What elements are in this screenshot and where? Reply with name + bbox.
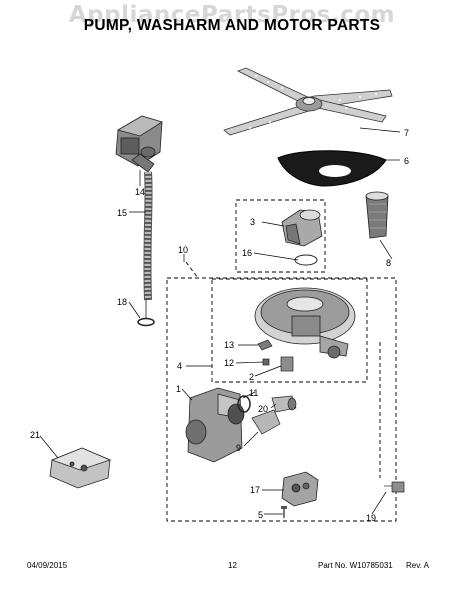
screw-5-part[interactable] bbox=[281, 506, 287, 518]
sump-assembly-part[interactable] bbox=[254, 287, 356, 359]
callout-20: 20 bbox=[258, 404, 268, 414]
assembly-8-box bbox=[235, 199, 326, 273]
callout-3: 3 bbox=[250, 217, 255, 227]
callout-10: 10 bbox=[178, 245, 188, 255]
callout-5: 5 bbox=[258, 510, 263, 520]
callout-13: 13 bbox=[224, 340, 234, 350]
turbidity-sensor-part[interactable] bbox=[280, 356, 294, 372]
spray-arm-part[interactable] bbox=[223, 67, 393, 136]
circulation-pump-motor-part[interactable] bbox=[185, 387, 245, 463]
pump-fitting-part[interactable] bbox=[271, 395, 297, 413]
callout-8: 8 bbox=[386, 258, 391, 268]
callout-1: 1 bbox=[176, 384, 181, 394]
filter-shroud-part[interactable] bbox=[277, 150, 387, 187]
callout-16: 16 bbox=[242, 248, 252, 258]
bracket-part[interactable] bbox=[49, 447, 112, 489]
wire-harness-part[interactable] bbox=[384, 481, 405, 493]
footer-revision: Rev. A bbox=[406, 561, 429, 570]
filter-cylinder-part[interactable] bbox=[365, 191, 389, 239]
page-title: PUMP, WASHARM AND MOTOR PARTS bbox=[83, 17, 381, 34]
callout-14: 14 bbox=[135, 187, 145, 197]
callout-7: 7 bbox=[404, 128, 409, 138]
callout-21: 21 bbox=[30, 430, 40, 440]
callout-18: 18 bbox=[117, 297, 127, 307]
callout-12: 12 bbox=[224, 358, 234, 368]
footer-part-number: Part No. W10785031 bbox=[318, 561, 393, 570]
diverter-motor-part[interactable] bbox=[281, 471, 319, 507]
screw-part[interactable] bbox=[262, 358, 270, 366]
hose-clamp-part[interactable] bbox=[137, 300, 155, 327]
callout-2: 2 bbox=[249, 372, 254, 382]
gasket-part[interactable] bbox=[237, 395, 251, 413]
callout-15: 15 bbox=[117, 208, 127, 218]
footer-date: 04/09/2015 bbox=[27, 561, 68, 570]
callout-11: 11 bbox=[249, 388, 258, 398]
callout-4: 4 bbox=[177, 361, 182, 371]
callout-17: 17 bbox=[250, 485, 260, 495]
watermark: AppliancePartsPros.com bbox=[68, 2, 396, 28]
footer-page-number: 12 bbox=[228, 561, 237, 570]
drain-hose-part[interactable] bbox=[143, 171, 153, 301]
callout-9: 9 bbox=[236, 443, 241, 453]
callout-19: 19 bbox=[366, 513, 376, 523]
callout-6: 6 bbox=[404, 156, 409, 166]
assembly-4-box bbox=[211, 278, 368, 383]
drain-pump-part[interactable] bbox=[115, 115, 163, 173]
elbow-hose-part[interactable] bbox=[251, 409, 281, 435]
assembly-10-box bbox=[166, 277, 397, 522]
pump-housing-part[interactable] bbox=[281, 209, 323, 247]
sensor-clip-part[interactable] bbox=[257, 339, 273, 351]
seal-ring-part[interactable] bbox=[294, 254, 318, 266]
